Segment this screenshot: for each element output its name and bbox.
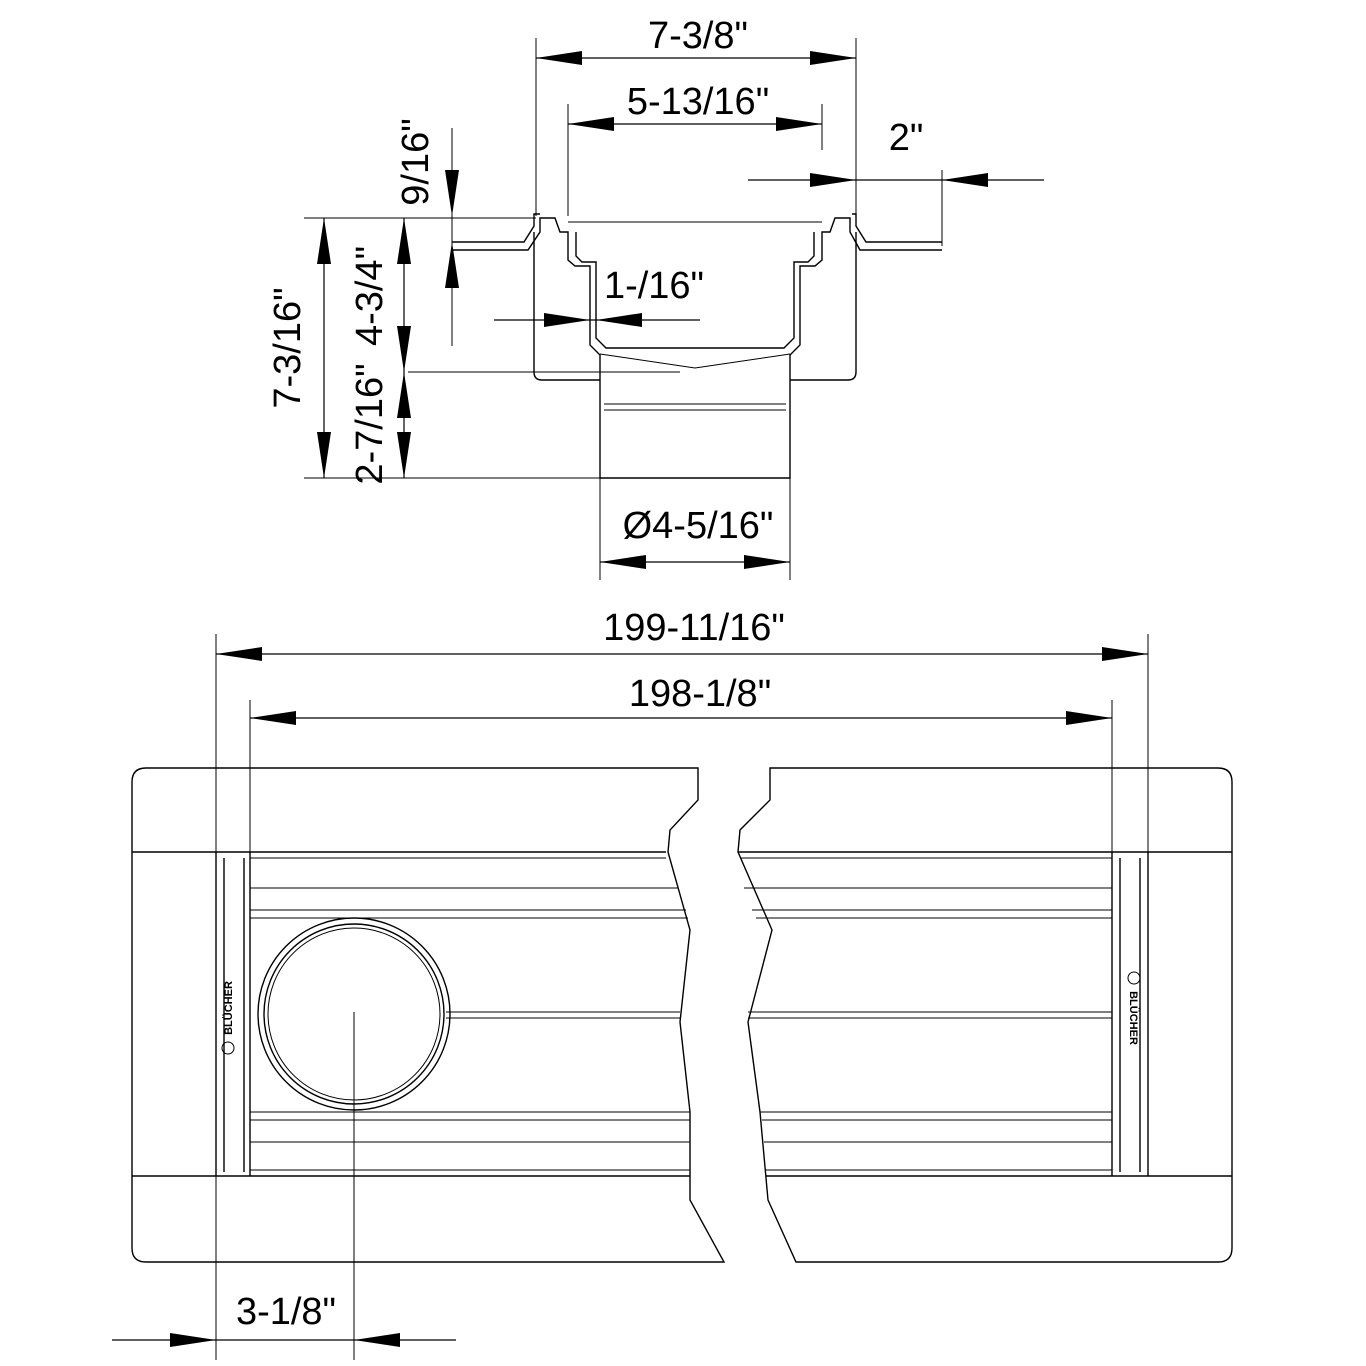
outlet-thread-line: [604, 403, 786, 411]
dim-body-width: 5-13/16": [627, 81, 769, 123]
dim-total-height: 7-3/16": [267, 287, 309, 408]
channel-section-outline: [452, 217, 942, 479]
brand-logo-right: BLÜCHER: [1127, 971, 1141, 1045]
dim-body-depth: 4-3/4": [349, 246, 391, 346]
dim-wall-offset: 1-/16": [604, 265, 704, 307]
section-view: 7-3/8" 5-13/16" 2" 9/16" 7-3/16" 4-3/4" …: [267, 15, 1044, 580]
frame-left: [131, 767, 726, 1263]
dim-outlet-offset: 3-1/8": [236, 1291, 336, 1333]
brand-logo-left: BLÜCHER: [221, 981, 235, 1055]
channel-rails: [250, 857, 1112, 1171]
outlet-taper: [599, 353, 791, 369]
dim-flange-width: 7-3/8": [648, 15, 748, 57]
frame-inner-lines: [132, 851, 1232, 1177]
frame-right: [737, 767, 1233, 1263]
inner-wall: [575, 232, 815, 349]
brand-text-right: BLÜCHER: [1127, 991, 1140, 1045]
brand-text-left: BLÜCHER: [222, 981, 235, 1035]
dim-channel-length: 198-1/8": [629, 673, 771, 715]
dim-outlet-diameter: Ø4-5/16": [623, 505, 774, 547]
end-plate-right: [1111, 852, 1149, 1176]
plan-view: BLÜCHER BLÜCHER 199-11/16" 198-1/8" 3-1/…: [112, 607, 1233, 1360]
dim-flange-height: 9/16": [395, 118, 437, 205]
dim-outlet-height: 2-7/16": [349, 363, 391, 484]
dim-flange-overhang: 2": [889, 117, 924, 159]
dim-overall-length: 199-11/16": [603, 607, 785, 649]
